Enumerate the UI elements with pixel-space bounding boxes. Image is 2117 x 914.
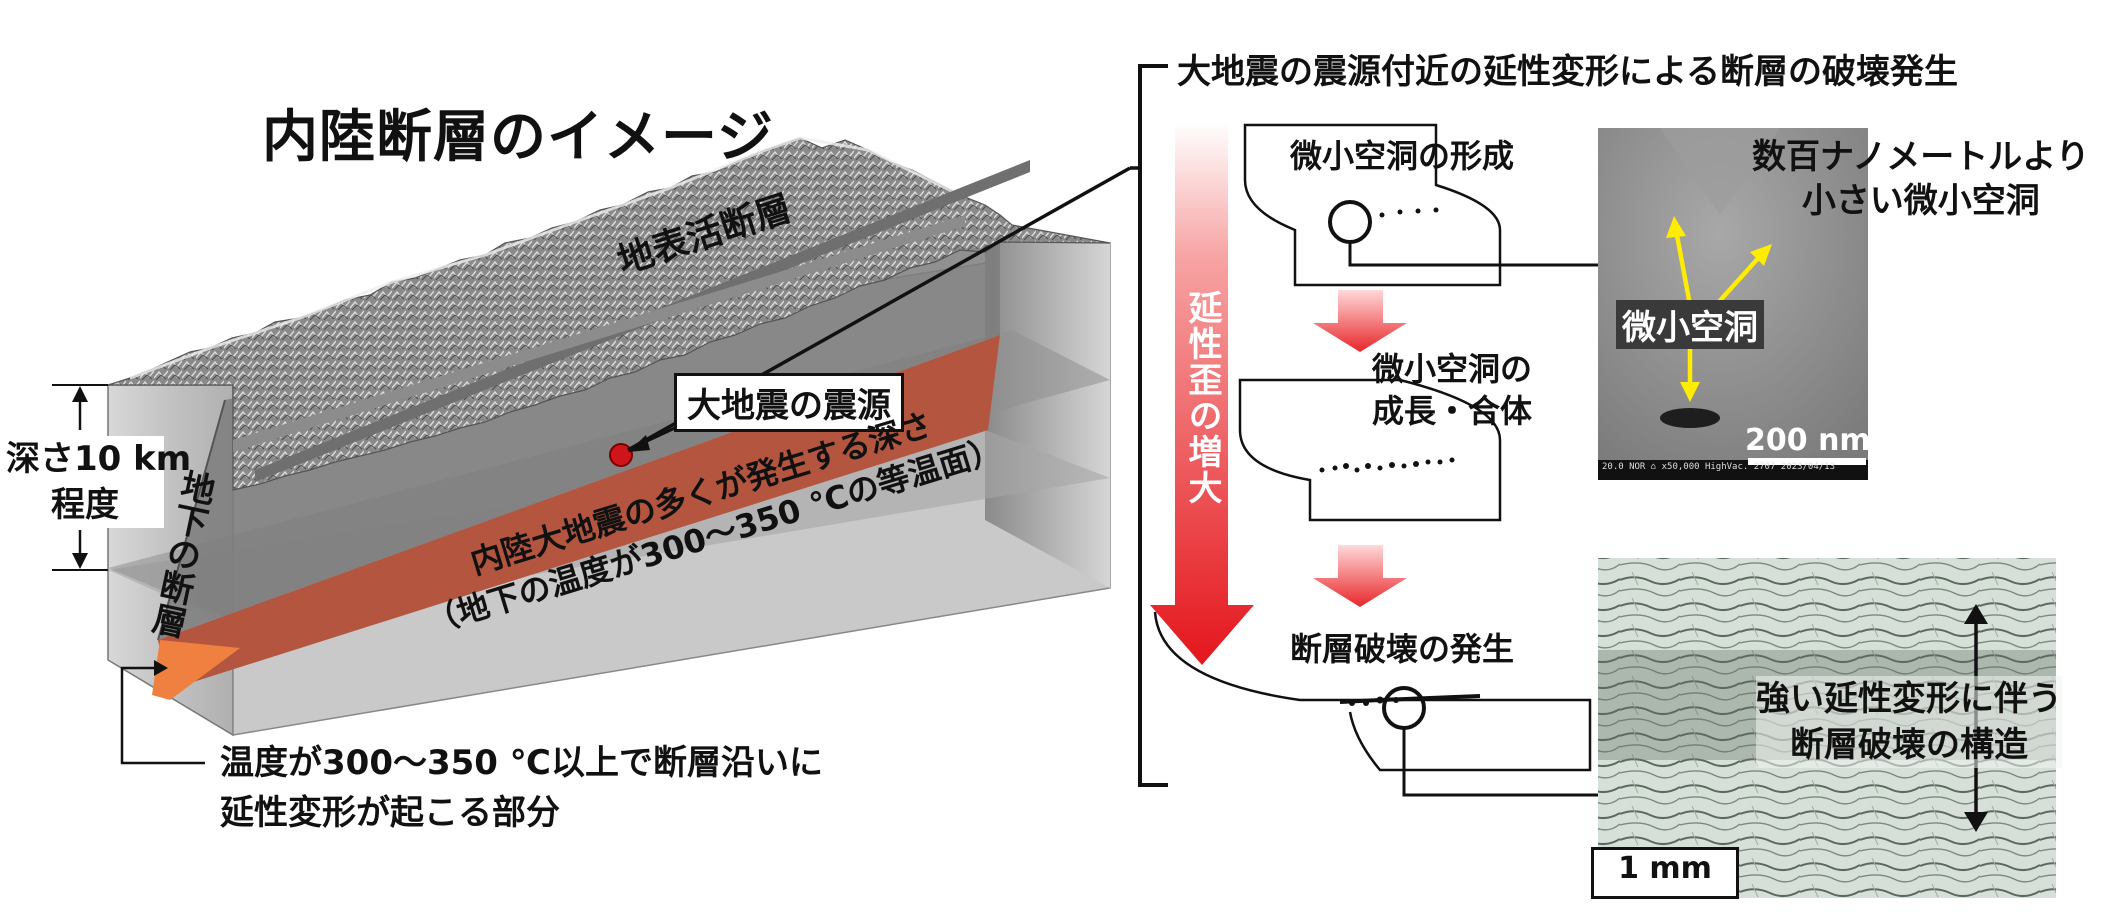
tem-void-label: 微小空洞	[1616, 300, 1764, 349]
step1-sketch	[1243, 123, 1502, 287]
micrograph-caption: 強い延性変形に伴う 断層破壊の構造	[1756, 676, 2062, 768]
depth-line1: 深さ10 km	[6, 436, 191, 482]
legend-leader-head	[154, 660, 168, 676]
micro-caption-line1: 強い延性変形に伴う	[1756, 679, 2062, 719]
rock-arrow-bottom	[1964, 812, 1988, 832]
step3-void-circle	[1382, 686, 1426, 730]
depth-arrow-head-down	[72, 553, 88, 569]
step2-dots	[1319, 457, 1455, 473]
step1-dots	[1379, 207, 1439, 218]
step2-line1: 微小空洞の	[1372, 350, 1533, 388]
tem-caption-line1: 数百ナノメートルより	[1752, 137, 2090, 177]
hypocenter-dot	[609, 443, 633, 467]
ductile-zone	[152, 640, 240, 700]
step1-leader	[1348, 242, 1598, 267]
mountain-ridge-highlight	[129, 136, 961, 380]
tem-footer-text: 20.0 NOR ⌂ x50,000 HighVac. 2707 2023/04…	[1602, 462, 1835, 472]
down-arrow-2	[1313, 545, 1407, 607]
tem-grain-facet	[1660, 128, 1780, 215]
step3-dots	[1349, 696, 1399, 706]
tem-scale-label: 200 nm	[1745, 423, 1871, 458]
legend-line1: 温度が300～350 ℃以上で断層沿いに	[220, 743, 823, 783]
step3-leader	[1402, 728, 1598, 797]
tem-scale-bar	[1748, 458, 1866, 465]
legend-leader	[120, 666, 205, 765]
right-title: 大地震の震源付近の延性変形による断層の破壊発生	[1177, 52, 1958, 92]
step3-label: 断層破壊の発生	[1290, 630, 1515, 668]
block-end-face	[985, 238, 1110, 588]
step2-label: 微小空洞の 成長・合体	[1372, 348, 1532, 432]
surface-fault-trace-2	[233, 215, 965, 452]
hypocenter-box-label: 大地震の震源	[674, 373, 904, 432]
step2-line2: 成長・合体	[1372, 392, 1533, 430]
depth-line2: 程度	[6, 482, 164, 528]
step1-label: 微小空洞の形成	[1290, 137, 1515, 175]
ductile-legend: 温度が300～350 ℃以上で断層沿いに 延性変形が起こる部分	[220, 738, 823, 838]
upper-fault-plane	[158, 242, 1000, 640]
tem-caption-line2: 小さい微小空洞	[1801, 181, 2040, 221]
tem-dark-void	[1660, 408, 1720, 428]
depth-label: 深さ10 km 程度	[6, 436, 191, 528]
strain-arrow	[1150, 122, 1254, 665]
rock-arrow-top	[1964, 604, 1988, 624]
tem-yellow-arrows	[1666, 216, 1772, 402]
strain-arrow-label: 延性歪の増大	[1182, 290, 1222, 506]
panel-bracket	[1138, 64, 1168, 787]
tem-caption: 数百ナノメートルより 小さい微小空洞	[1752, 135, 2090, 223]
step3-sketch	[1153, 611, 1592, 772]
micro-scale-label: 1 mm	[1591, 847, 1739, 899]
depth-arrow-head-up	[72, 386, 88, 402]
micro-caption-line2: 断層破壊の構造	[1790, 725, 2028, 765]
left-title: 内陸断層のイメージ	[262, 105, 774, 170]
legend-line2: 延性変形が起こる部分	[220, 793, 560, 833]
fault-front-edge	[157, 399, 226, 641]
down-arrow-1	[1313, 290, 1407, 352]
step3-fracture	[1339, 694, 1481, 704]
step2-sketch	[1238, 378, 1502, 522]
